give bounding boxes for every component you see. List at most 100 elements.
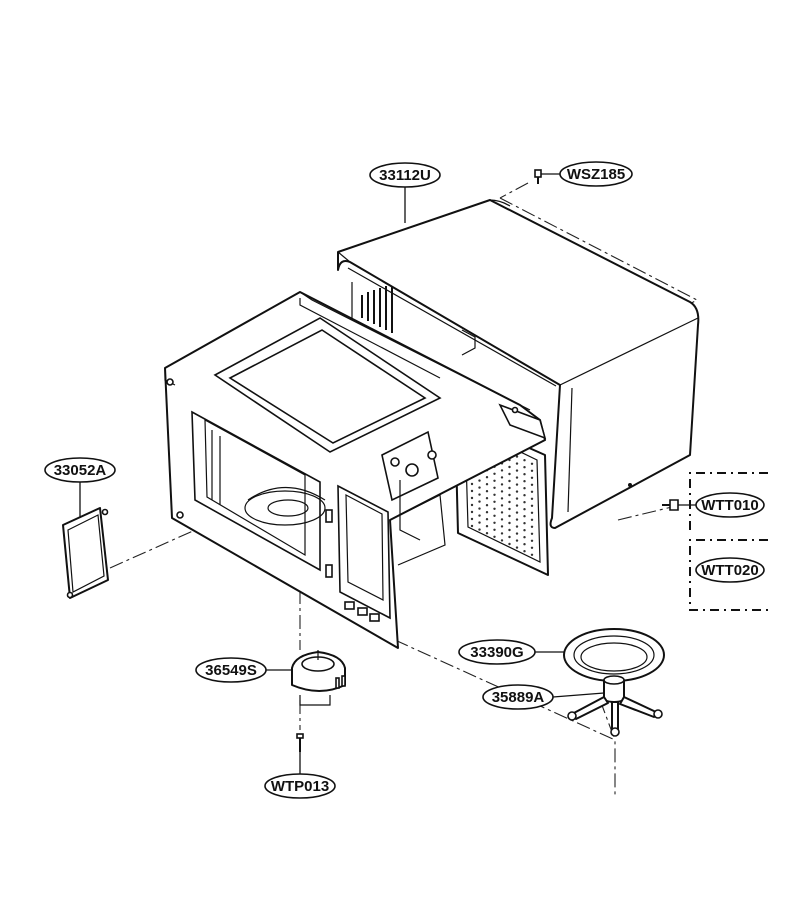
vent-hole	[530, 539, 534, 542]
label-WTT020: WTT020	[701, 562, 759, 579]
callout-36549S: 36549S	[195, 657, 267, 683]
vent-hole	[478, 479, 481, 482]
vent-hole	[485, 504, 489, 507]
vent-hole	[515, 525, 519, 528]
vent-hole	[530, 511, 534, 514]
callout-WSZ185: WSZ185	[559, 161, 633, 187]
vent-hole	[470, 503, 474, 507]
vent-hole	[485, 490, 489, 493]
vent-hole	[493, 528, 496, 531]
vent-hole	[523, 466, 526, 469]
vent-hole	[485, 511, 489, 514]
vent-hole	[530, 476, 534, 479]
vent-hole	[530, 504, 534, 507]
callout-WTP013: WTP013	[264, 773, 336, 799]
vent-hole	[500, 504, 504, 507]
vent-hole	[500, 497, 504, 500]
vent-hole	[515, 504, 519, 507]
vent-hole	[523, 459, 526, 462]
vent-hole	[470, 496, 474, 500]
turntable-motor	[291, 650, 346, 706]
vent-hole	[493, 521, 496, 524]
vent-hole	[493, 514, 496, 517]
vent-hole	[523, 529, 526, 532]
vent-hole	[478, 514, 481, 517]
callout-WTT010: WTT010	[695, 492, 765, 518]
vent-hole	[478, 521, 481, 524]
outer-cabinet	[337, 199, 700, 529]
vent-hole	[530, 532, 534, 535]
callout-33052A: 33052A	[44, 457, 116, 483]
vent-hole	[508, 514, 511, 518]
cabinet-vent	[361, 286, 393, 333]
vent-hole	[530, 546, 534, 549]
vent-hole	[508, 507, 511, 511]
callout-WTT020: WTT020	[695, 557, 765, 583]
vent-hole	[493, 535, 496, 538]
vent-hole	[515, 455, 519, 458]
callout-33112U: 33112U	[369, 162, 441, 188]
vent-hole	[523, 480, 526, 483]
vent-hole	[530, 553, 534, 556]
roller-support	[567, 675, 663, 737]
leader-lines	[79, 173, 696, 774]
vent-hole	[508, 479, 511, 483]
vent-hole	[500, 483, 504, 486]
vent-hole	[515, 518, 519, 521]
vent-hole	[470, 517, 474, 521]
vent-hole	[508, 528, 511, 532]
callout-35889A: 35889A	[482, 684, 554, 710]
label-35889A: 35889A	[492, 689, 545, 706]
vent-hole	[515, 476, 519, 479]
vent-hole	[478, 493, 481, 496]
label-WTT010: WTT010	[701, 497, 759, 514]
vent-hole	[508, 472, 511, 476]
vent-hole	[530, 525, 534, 528]
vent-hole	[470, 482, 474, 486]
vent-hole	[508, 521, 511, 525]
vent-hole	[523, 501, 526, 504]
vent-hole	[508, 500, 511, 504]
vent-hole	[530, 518, 534, 521]
vent-hole	[493, 500, 496, 503]
vent-hole	[470, 510, 474, 514]
vent-hole	[493, 486, 496, 489]
vent-hole	[500, 469, 504, 472]
vent-hole	[530, 469, 534, 472]
vent-hole	[493, 479, 496, 482]
vent-hole	[478, 500, 481, 503]
vent-hole	[485, 525, 489, 528]
vent-hole	[485, 497, 489, 500]
label-WSZ185: WSZ185	[567, 166, 625, 183]
vent-hole	[515, 546, 519, 549]
vent-hole	[485, 483, 489, 486]
screw-motor	[296, 733, 304, 752]
vent-hole	[500, 525, 504, 528]
vent-hole	[478, 528, 481, 531]
vent-hole	[515, 462, 519, 465]
screw-side	[662, 499, 679, 511]
vent-hole	[530, 490, 534, 493]
vent-hole	[515, 469, 519, 472]
vent-hole	[493, 472, 496, 475]
label-36549S: 36549S	[205, 662, 257, 679]
vent-hole	[508, 486, 511, 490]
vent-hole	[515, 497, 519, 500]
vent-hole	[500, 518, 504, 521]
vent-hole	[470, 524, 474, 528]
vent-hole	[515, 511, 519, 514]
label-33052A: 33052A	[54, 462, 107, 479]
vent-hole	[493, 507, 496, 510]
vent-hole	[515, 539, 519, 542]
vent-hole	[485, 518, 489, 521]
label-WTP013: WTP013	[271, 778, 329, 795]
vent-hole	[523, 494, 526, 497]
vent-hole	[500, 490, 504, 493]
vent-hole	[485, 532, 489, 535]
vent-hole	[508, 542, 511, 546]
vent-hole	[478, 507, 481, 510]
vent-hole	[523, 550, 526, 553]
vent-hole	[508, 465, 511, 469]
vent-hole	[500, 511, 504, 514]
